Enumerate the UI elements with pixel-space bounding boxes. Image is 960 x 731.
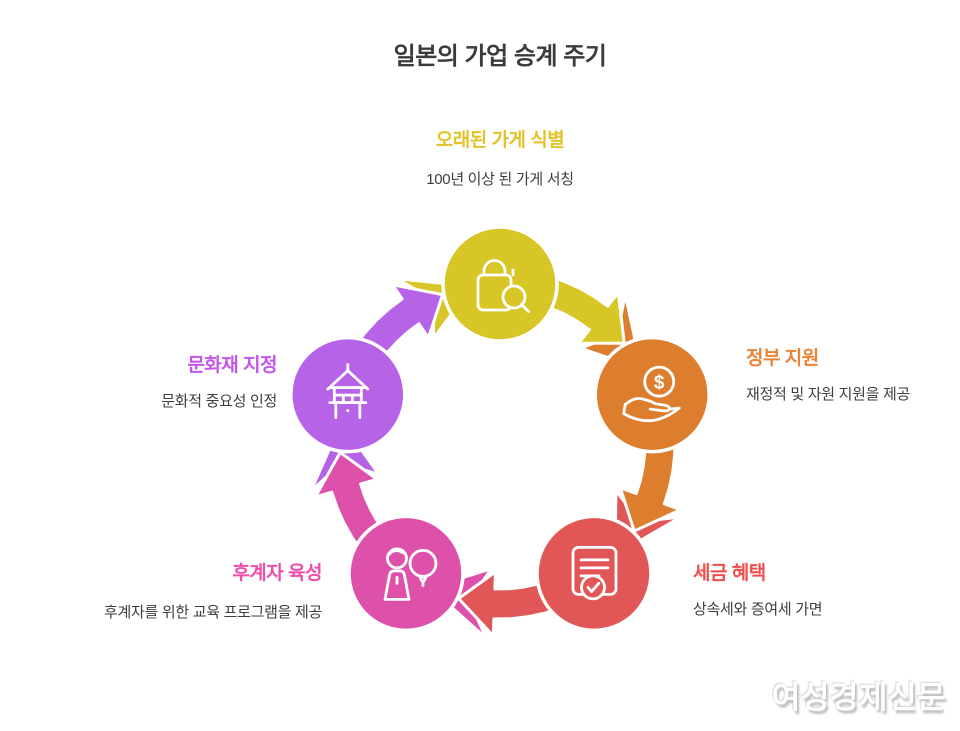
node-subtitle-identify-old-shops: 100년 이상 된 가게 서칭 xyxy=(426,171,574,188)
node-title-successor-training: 후계자 육성 xyxy=(232,563,322,584)
node-subtitle-tax-benefit: 상속세와 증여세 가면 xyxy=(693,601,823,618)
person-balloon-icon xyxy=(383,547,438,601)
arrow-cultural-heritage-to-identify-old-shops xyxy=(353,283,445,365)
node-subtitle-government-support: 재정적 및 자원 지원을 제공 xyxy=(746,386,910,403)
arrow-government-support-to-tax-benefit xyxy=(618,436,682,533)
publisher-watermark: 여성경제신문 xyxy=(771,680,946,715)
node-subtitle-successor-training: 후계자를 위한 교육 프로그램을 제공 xyxy=(104,604,322,621)
arrow-successor-training-to-cultural-heritage xyxy=(313,450,388,554)
bag-search-icon xyxy=(476,259,530,313)
document-check-icon xyxy=(571,546,618,601)
svg-text:$: $ xyxy=(654,373,665,394)
node-label-tax-benefit: 세금 혜택 상속세와 증여세 가면 xyxy=(693,558,823,619)
node-label-cultural-heritage: 문화재 지정 문화적 중요성 인정 xyxy=(161,350,277,411)
node-title-cultural-heritage: 문화재 지정 xyxy=(187,355,277,376)
node-subtitle-cultural-heritage: 문화적 중요성 인정 xyxy=(161,393,277,410)
page-title: 일본의 가업 승계 주기 xyxy=(393,43,607,70)
node-label-government-support: 정부 지원 재정적 및 자원 지원을 제공 xyxy=(746,343,910,404)
node-title-tax-benefit: 세금 혜택 xyxy=(693,563,766,584)
node-title-identify-old-shops: 오래된 가게 식별 xyxy=(435,130,565,151)
node-title-government-support: 정부 지원 xyxy=(746,348,819,369)
node-circle-tax-benefit xyxy=(535,514,653,633)
arrow-tax-benefit-to-successor-training xyxy=(457,570,562,638)
shrine-icon xyxy=(326,363,370,420)
node-label-successor-training: 후계자 육성 후계자를 위한 교육 프로그램을 제공 xyxy=(104,558,322,622)
node-label-identify-old-shops: 오래된 가게 식별 100년 이상 된 가게 서칭 xyxy=(180,125,820,189)
node-circle-successor-training xyxy=(347,514,465,633)
hand-dollar-icon: $ xyxy=(622,365,681,423)
arrow-identify-old-shops-to-government-support xyxy=(538,274,626,345)
node-circle-identify-old-shops xyxy=(441,225,559,343)
